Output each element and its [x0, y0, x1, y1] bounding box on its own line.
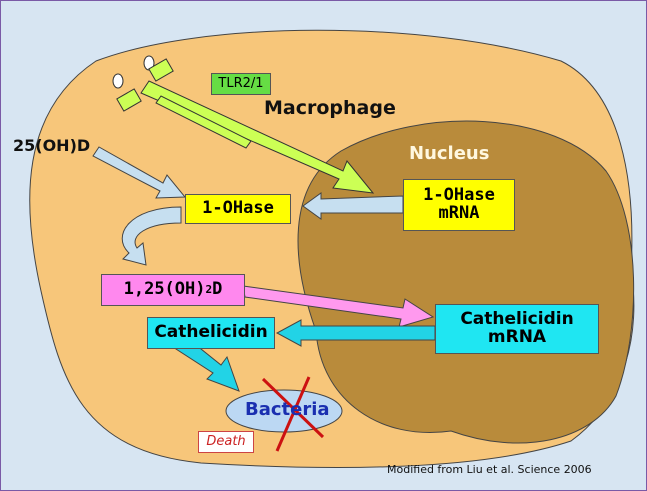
credit-text: Modified from Liu et al. Science 2006 [387, 463, 592, 476]
receptor-label: TLR2/1 [211, 73, 271, 95]
peptide-mrna-box: Cathelicidin mRNA [435, 304, 599, 354]
death-label: Death [198, 431, 254, 453]
bacteria-label: Bacteria [245, 399, 330, 420]
peptide-box: Cathelicidin [147, 317, 275, 349]
enzyme-mrna-box: 1-OHase mRNA [403, 179, 515, 231]
macrophage-label: Macrophage [264, 97, 396, 119]
nucleus-label: Nucleus [409, 143, 489, 164]
precursor-label: 25(OH)D [13, 136, 90, 155]
enzyme-box: 1-OHase [185, 194, 291, 224]
